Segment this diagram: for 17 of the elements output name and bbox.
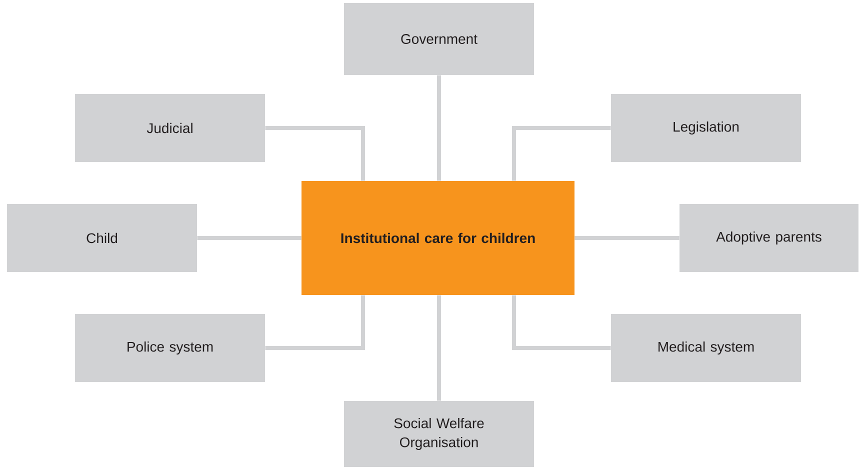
connector-line xyxy=(197,236,302,240)
connector-line xyxy=(437,295,441,401)
connector-line xyxy=(512,126,611,181)
category-box: Government xyxy=(344,3,534,75)
category-box: Police system xyxy=(75,314,265,382)
category-box: Legislation xyxy=(611,94,801,162)
central-box: Institutional care for children xyxy=(302,181,574,295)
connector-line xyxy=(574,236,680,240)
category-box: Adoptive parents xyxy=(680,204,858,272)
category-box: Social Welfare Organisation xyxy=(344,401,534,467)
connector-line xyxy=(437,75,441,181)
category-box: Child xyxy=(7,204,197,272)
category-box: Medical system xyxy=(611,314,801,382)
connector-line xyxy=(265,295,365,350)
connector-line xyxy=(512,295,611,350)
connector-line xyxy=(265,126,365,181)
category-box: Judicial xyxy=(75,94,265,162)
